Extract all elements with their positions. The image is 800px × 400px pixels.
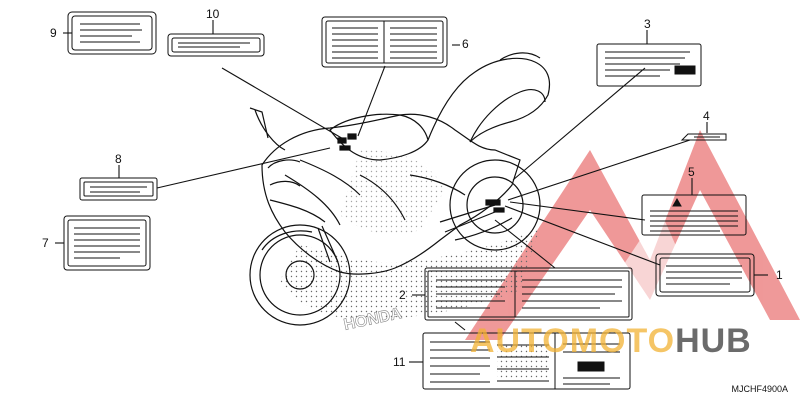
callout-10: 10 [206, 7, 220, 21]
label-8 [79, 177, 158, 201]
callout-7: 7 [42, 236, 49, 250]
diagram-code: MJCHF4900A [731, 384, 788, 394]
label-11 [422, 332, 631, 390]
callout-1: 1 [776, 268, 783, 282]
label-5 [641, 194, 747, 236]
callout-3: 3 [644, 17, 651, 31]
label-3 [596, 43, 702, 87]
label-6 [321, 16, 448, 68]
label-7 [63, 215, 151, 271]
callout-5: 5 [688, 165, 695, 179]
callout-11: 11 [393, 355, 406, 369]
label-2 [424, 267, 633, 321]
motorcycle-illustration [249, 52, 551, 326]
label-9 [67, 11, 157, 55]
label-1 [655, 253, 755, 297]
callout-4: 4 [703, 109, 710, 123]
label-4 [680, 133, 727, 141]
callout-6: 6 [462, 37, 469, 51]
label-10 [167, 33, 265, 57]
callout-9: 9 [50, 26, 57, 40]
callout-8: 8 [115, 152, 122, 166]
callout-2: 2 [399, 288, 406, 302]
